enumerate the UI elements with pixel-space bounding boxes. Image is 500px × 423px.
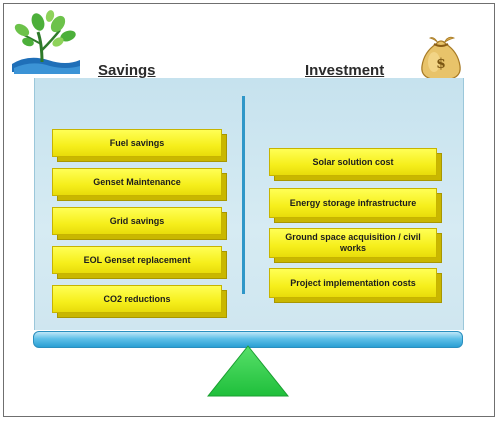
investment-box-energy-storage: Energy storage infrastructure	[269, 188, 437, 218]
savings-box-genset-maintenance: Genset Maintenance	[52, 168, 222, 196]
savings-box-fuel: Fuel savings	[52, 129, 222, 157]
investment-box-solar: Solar solution cost	[269, 148, 437, 176]
money-bag-icon: $	[419, 36, 463, 82]
investment-box-ground-space: Ground space acquisition / civil works	[269, 228, 437, 258]
tree-logo-icon	[12, 10, 80, 74]
savings-box-grid: Grid savings	[52, 207, 222, 235]
svg-text:$: $	[436, 56, 446, 72]
center-divider	[242, 96, 245, 294]
investment-box-implementation: Project implementation costs	[269, 268, 437, 298]
savings-box-co2: CO2 reductions	[52, 285, 222, 313]
savings-heading: Savings	[98, 62, 156, 79]
fulcrum-triangle	[207, 345, 289, 397]
savings-box-eol-genset: EOL Genset replacement	[52, 246, 222, 274]
investment-heading: Investment	[305, 62, 385, 79]
